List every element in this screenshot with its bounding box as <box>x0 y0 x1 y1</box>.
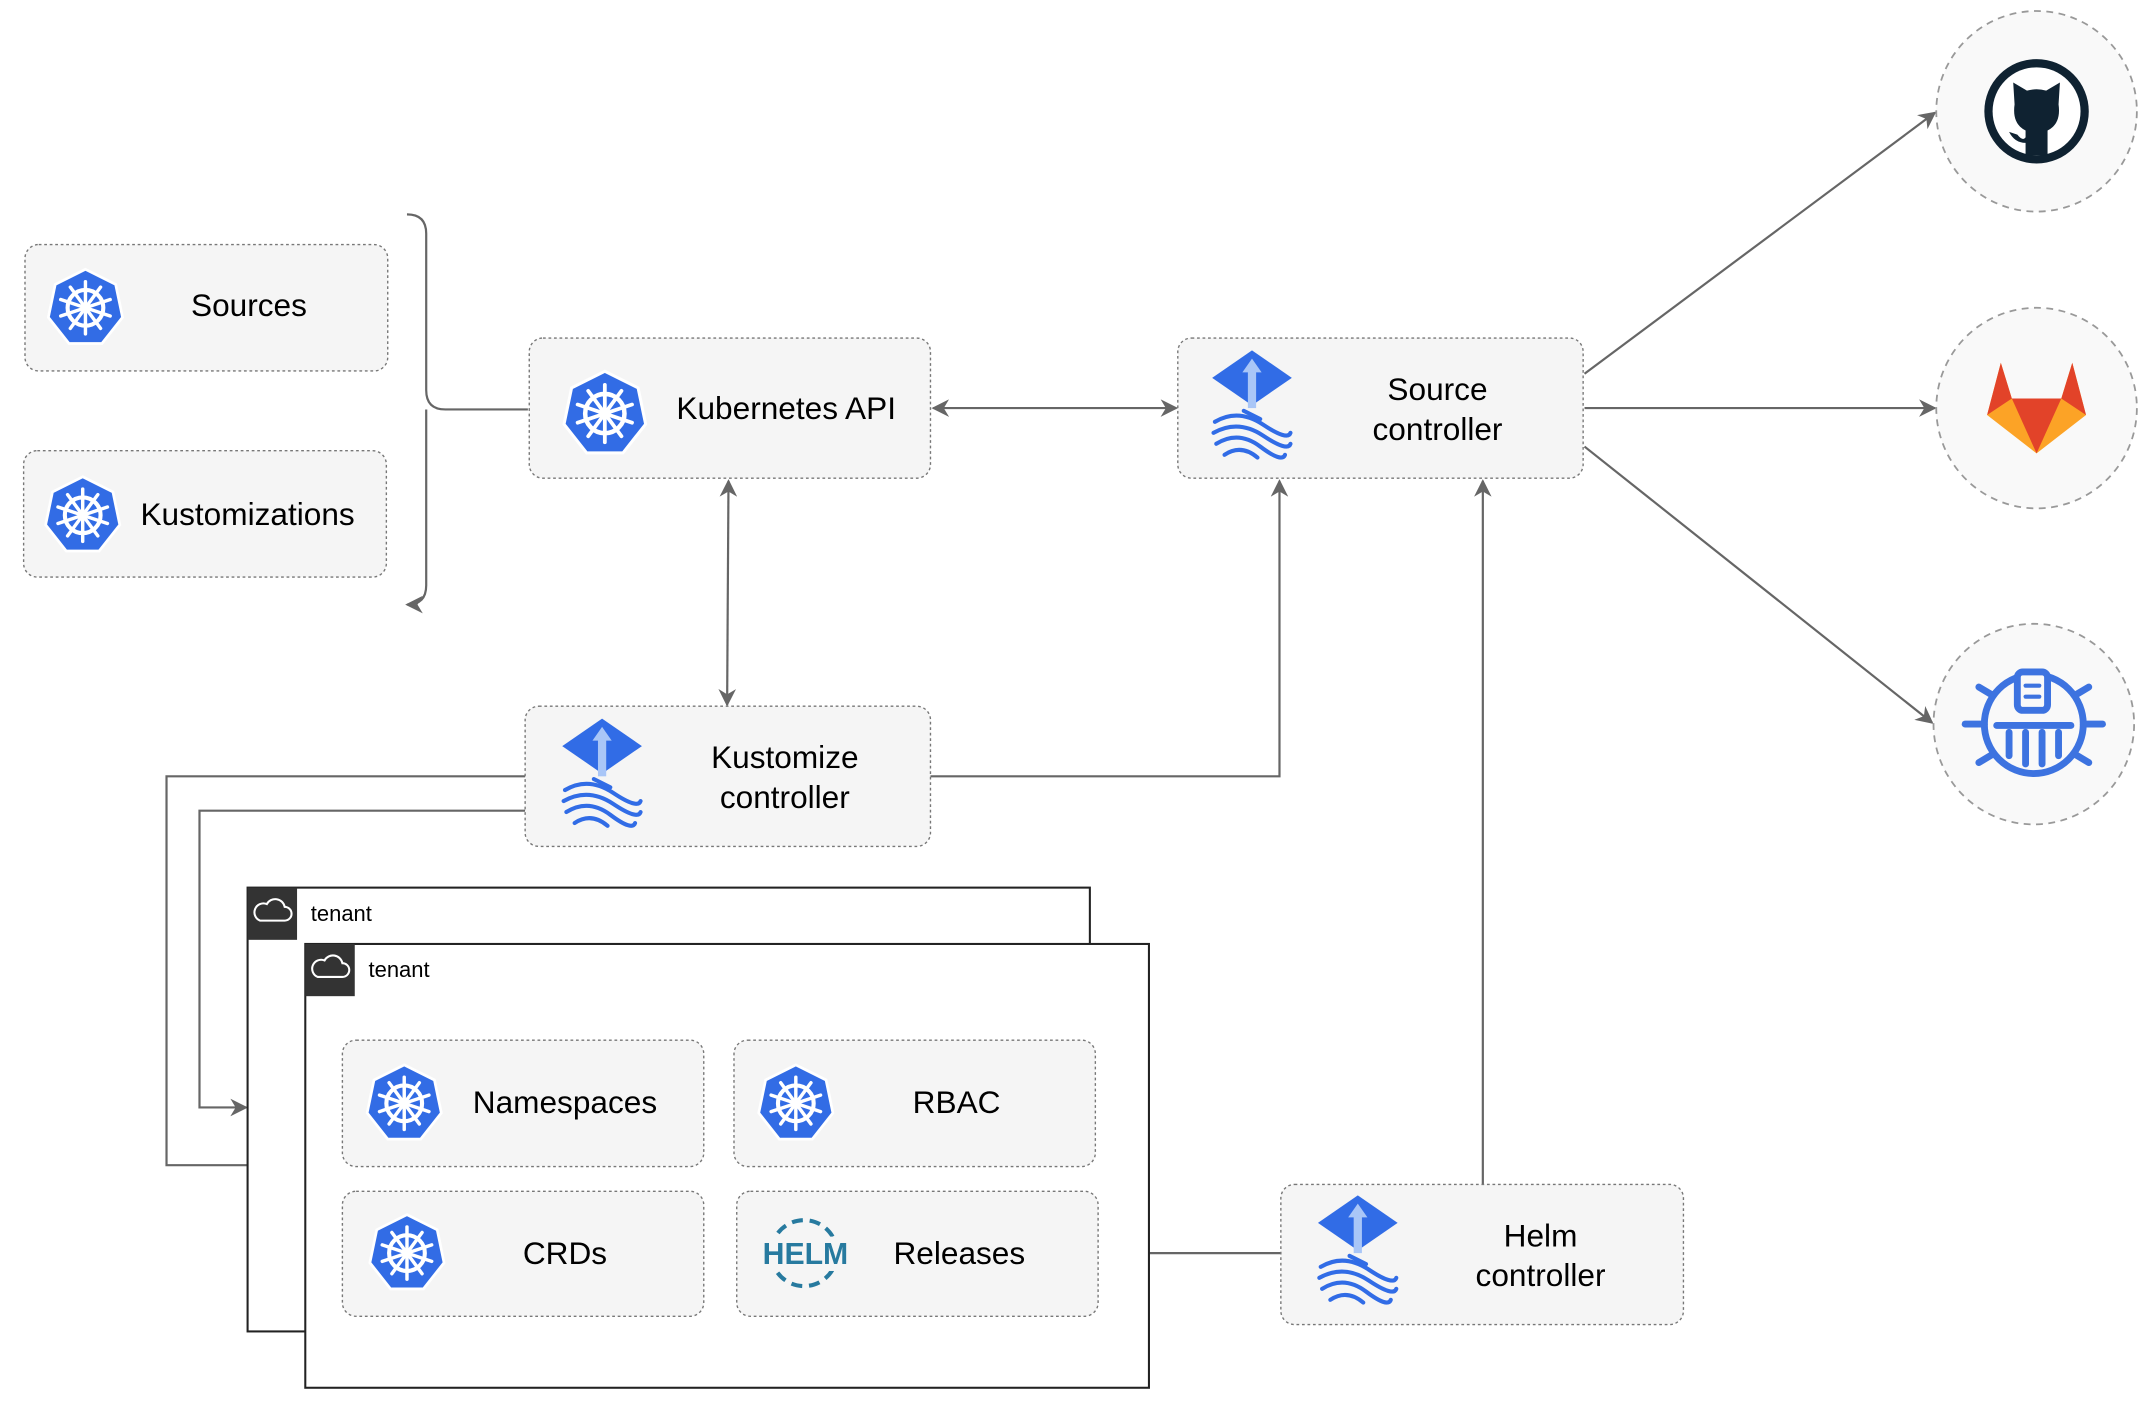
tenant-label: tenant <box>369 957 430 982</box>
edge-kustomize-to-source <box>930 479 1289 778</box>
gitlab-source[interactable] <box>1935 306 2138 510</box>
edge-source-to-github <box>1583 111 1937 375</box>
github-source[interactable] <box>1935 10 2138 213</box>
node-label: Helm <box>1504 1217 1578 1253</box>
node-label: Kubernetes API <box>676 390 896 426</box>
node-helm-controller[interactable]: Helm controller <box>1280 1183 1685 1326</box>
edge-kustomize-to-tenant-front <box>165 775 526 1174</box>
node-kustomize-controller[interactable]: Kustomize controller <box>524 705 932 848</box>
node-label: Kustomize <box>711 739 858 775</box>
node-label: controller <box>1476 1257 1606 1293</box>
node-kubernetes-api[interactable]: Kubernetes API <box>528 337 932 479</box>
gitlab-icon <box>1987 362 2087 454</box>
node-sources[interactable]: Sources <box>24 243 389 372</box>
node-crds[interactable]: CRDs <box>341 1190 705 1318</box>
node-label: RBAC <box>913 1084 1001 1120</box>
node-label: Namespaces <box>473 1084 657 1120</box>
helm-icon: HELM <box>763 1218 849 1289</box>
node-label: Releases <box>893 1235 1025 1271</box>
bucket-icon <box>1961 668 2106 778</box>
node-label: controller <box>1373 411 1503 447</box>
node-label: CRDs <box>523 1235 607 1271</box>
node-label: Sources <box>191 287 307 323</box>
svg-text:HELM: HELM <box>763 1238 849 1271</box>
node-source-controller[interactable]: Source controller <box>1177 337 1584 479</box>
edge-source-to-bucket <box>1583 445 1934 724</box>
tenant-label: tenant <box>311 901 372 926</box>
node-kustomizations[interactable]: Kustomizations <box>22 449 388 578</box>
edge-api-kustomize-controller <box>718 479 738 707</box>
edge-kustomize-to-tenant-back <box>198 809 526 1117</box>
github-icon <box>1984 59 2089 164</box>
node-namespaces[interactable]: Namespaces <box>341 1039 705 1168</box>
node-releases[interactable]: HELM Releases <box>736 1190 1099 1318</box>
brace <box>407 213 528 604</box>
bucket-source[interactable] <box>1932 622 2136 826</box>
node-label: Kustomizations <box>140 496 354 532</box>
node-rbac[interactable]: RBAC <box>733 1039 1097 1168</box>
node-label: Source <box>1387 371 1487 407</box>
node-label: controller <box>720 779 850 815</box>
